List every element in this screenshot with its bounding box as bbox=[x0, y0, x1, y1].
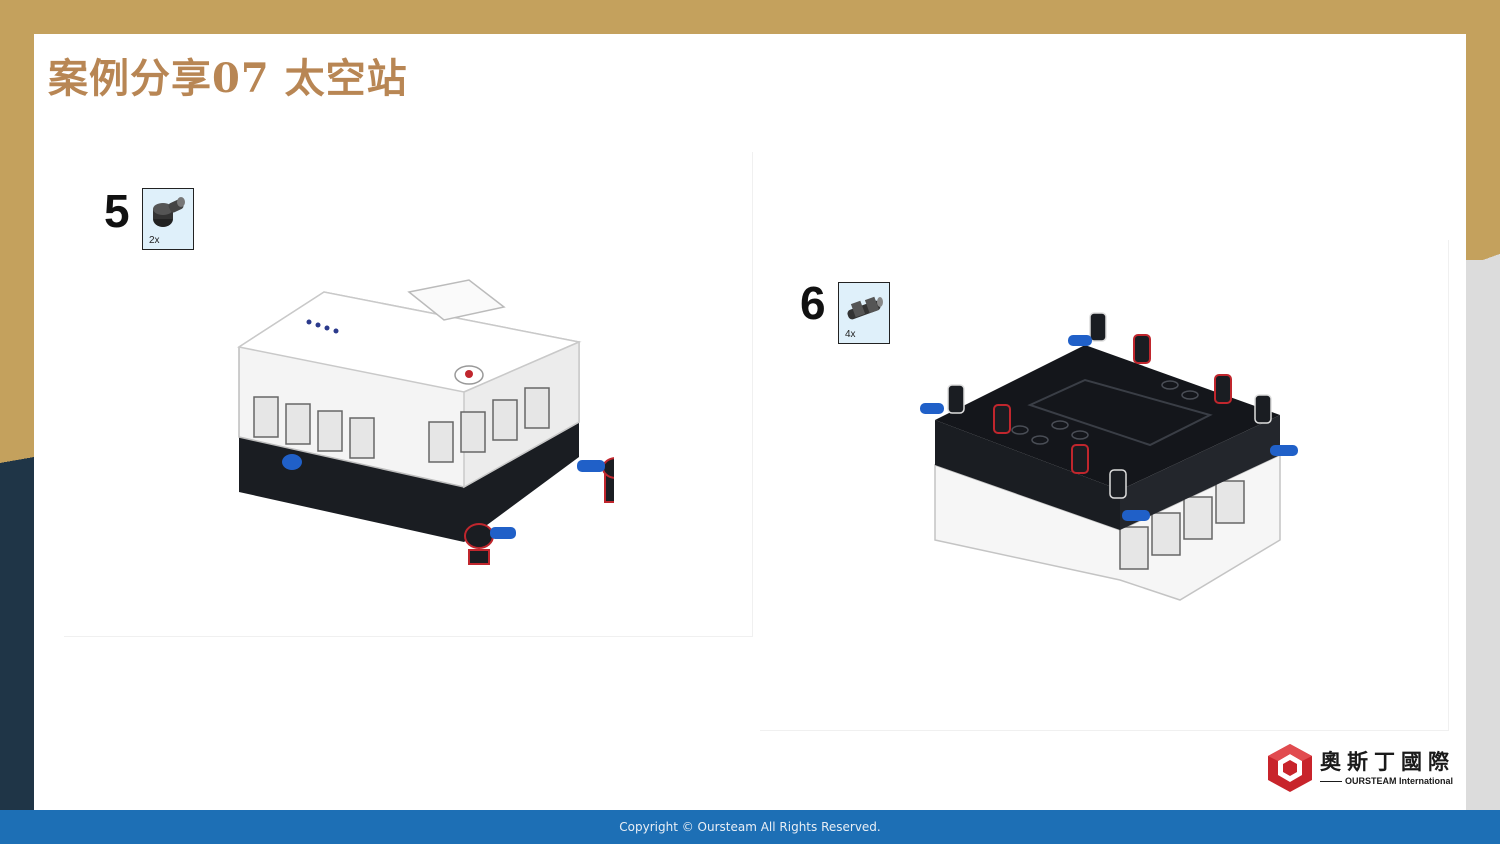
angle-connector-icon bbox=[153, 197, 185, 227]
background-left-dark bbox=[0, 464, 34, 814]
step-6-panel: 6 4x bbox=[760, 240, 1449, 731]
slide-title: 案例分享07 太空站 bbox=[48, 55, 408, 102]
axle-connector-icon bbox=[847, 296, 883, 320]
footer-bar bbox=[0, 810, 1500, 844]
parts-callout: 4x bbox=[838, 282, 890, 344]
oursteam-cube-logo-icon bbox=[1268, 744, 1312, 792]
background-top-band bbox=[0, 0, 1500, 34]
part-quantity: 2x bbox=[149, 235, 160, 246]
oursteam-logo: 奧斯丁國際 OURSTEAM International bbox=[1266, 742, 1456, 796]
part-quantity: 4x bbox=[845, 329, 856, 340]
hub-assembly-illustration bbox=[920, 312, 1298, 601]
background-right-gold bbox=[1466, 34, 1500, 274]
step-5-panel: 5 2x bbox=[64, 152, 753, 637]
logo-english-text: OURSTEAM International bbox=[1345, 776, 1454, 786]
parts-callout: 2x bbox=[142, 188, 194, 250]
background-right-gray bbox=[1466, 260, 1500, 820]
hub-illustration bbox=[237, 279, 614, 565]
copyright-text: Copyright © Oursteam All Rights Reserved… bbox=[619, 820, 881, 834]
logo-chinese-name: 奧斯丁國際 bbox=[1320, 750, 1455, 774]
logo-english-name: OURSTEAM International bbox=[1320, 776, 1453, 786]
background-left-gold bbox=[0, 34, 34, 464]
step-number: 6 bbox=[800, 277, 826, 329]
step-number: 5 bbox=[104, 185, 130, 237]
